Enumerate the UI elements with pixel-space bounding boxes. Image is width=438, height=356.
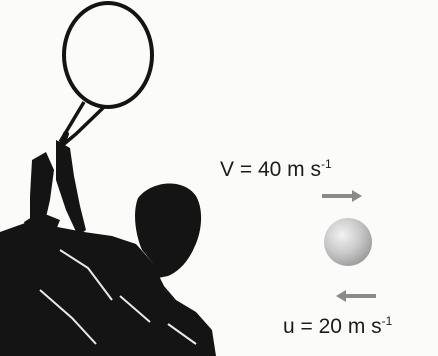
velocity-in-equals: =	[294, 315, 319, 338]
velocity-out-unit: m s	[287, 158, 321, 181]
velocity-in-exponent: -1	[381, 314, 393, 328]
velocity-in-unit: m s	[347, 315, 382, 338]
velocity-in-label: u = 20 m s-1	[283, 314, 393, 338]
velocity-out-value: 40	[257, 158, 282, 181]
velocity-out-equals: =	[234, 158, 258, 181]
velocity-out-exponent: -1	[320, 157, 332, 171]
velocity-out-label: V = 40 m s-1	[220, 157, 332, 181]
arrow-left-icon	[336, 290, 376, 302]
tennis-player-icon	[0, 140, 216, 356]
tennis-racket-icon	[57, 1, 154, 153]
velocity-out-symbol: V	[220, 158, 235, 181]
tennis-ball-icon	[324, 218, 372, 266]
velocity-in-value: 20	[318, 315, 342, 338]
arrow-right-icon	[322, 190, 362, 202]
velocity-in-symbol: u	[283, 315, 295, 338]
shirt-highlights	[39, 249, 197, 345]
